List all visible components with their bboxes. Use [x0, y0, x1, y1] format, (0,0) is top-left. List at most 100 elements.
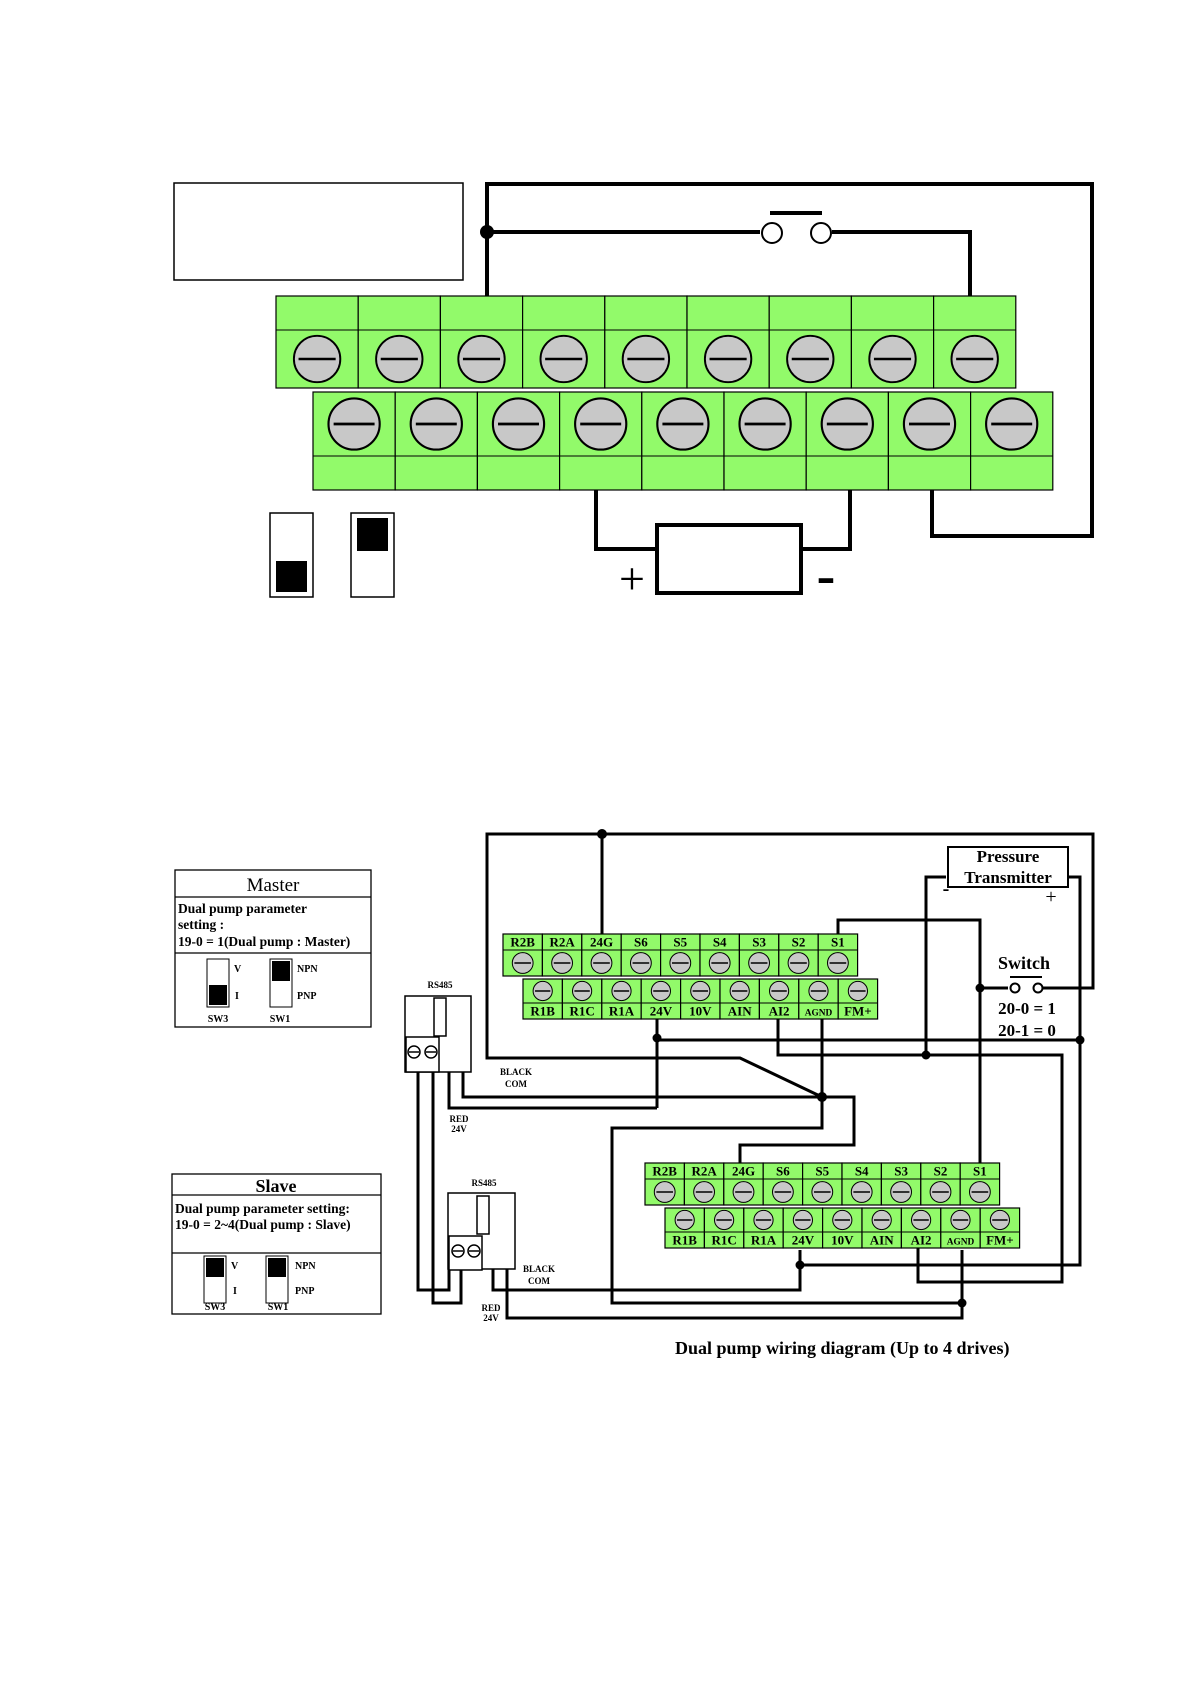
pressure-label-line1: Pressure [977, 847, 1040, 866]
slave-upper-terminal-label: S1 [973, 1164, 987, 1179]
master-lower-terminal-label: AI2 [769, 1004, 790, 1019]
master-lower-terminal-label: R1C [569, 1004, 594, 1019]
master-title: Master [247, 875, 300, 896]
top-terminal-row-lower [312, 391, 1054, 491]
param-line-2: 20-1 = 0 [998, 1021, 1056, 1040]
pressure-transmitter-box [947, 846, 1069, 888]
master-black-label-1: BLACK [500, 1067, 532, 1077]
slave-upper-terminal-label: 24G [732, 1164, 755, 1179]
top-device-box [655, 523, 803, 595]
master-upper-terminal-label: S1 [831, 935, 845, 950]
master-lower-terminal-label: FM+ [844, 1004, 872, 1019]
master-sw3-knob [209, 985, 227, 1005]
slave-sw3-name: SW3 [205, 1302, 226, 1313]
slave-lower-terminal-label: FM+ [986, 1233, 1014, 1248]
master-lower-terminal-label: AGND [805, 1009, 833, 1019]
slave-sw1-knob [268, 1258, 286, 1277]
master-terminal-row-lower: R1B R1C R1A 24V 10V AIN AI2 AGND FM+ [522, 978, 879, 1020]
master-upper-terminal-label: S5 [673, 935, 687, 950]
slave-upper-terminal-label: R2A [691, 1164, 717, 1179]
top-junction-dot [480, 225, 494, 239]
master-sw3-name: SW3 [208, 1014, 229, 1025]
master-upper-terminal-label: R2A [549, 935, 575, 950]
slave-sw3-knob [206, 1258, 224, 1277]
master-line1: Dual pump parameter [178, 901, 307, 916]
switch-contact-left [761, 222, 783, 244]
slave-lower-terminal-label: AGND [947, 1238, 975, 1248]
slave-upper-terminal-label: S6 [776, 1164, 790, 1179]
master-lower-terminal-label: 10V [689, 1004, 712, 1019]
master-lower-terminal-label: AIN [728, 1004, 752, 1019]
slave-lower-terminal-label: R1B [672, 1233, 697, 1248]
master-red-label-1: RED [449, 1114, 469, 1124]
slave-upper-terminal-label: S3 [894, 1164, 908, 1179]
master-line3: 19-0 = 1(Dual pump : Master) [178, 934, 350, 949]
slave-sw1-top: NPN [295, 1261, 316, 1272]
slave-lower-terminal-label: 10V [831, 1233, 854, 1248]
slave-lower-terminal-label: AI2 [911, 1233, 932, 1248]
master-panel: Master Dual pump parameter setting : 19-… [174, 869, 372, 1028]
slave-upper-terminal-label: S5 [815, 1164, 829, 1179]
pressure-plus: + [1045, 886, 1056, 908]
master-sw1-bottom: PNP [297, 991, 316, 1002]
master-lower-terminal-label: R1B [530, 1004, 555, 1019]
master-black-label-2: COM [505, 1079, 528, 1089]
master-line2: setting : [178, 917, 224, 932]
top-minus-sign: - [817, 545, 836, 607]
slave-sw3-bottom: I [233, 1286, 237, 1297]
slave-red-label-1: RED [481, 1303, 501, 1313]
switch-contact-b [1032, 982, 1044, 994]
master-red-label-2: 24V [451, 1124, 467, 1134]
master-sw1-knob [272, 961, 290, 981]
switch-label: Switch [998, 953, 1050, 973]
slave-sw1-bottom: PNP [295, 1286, 314, 1297]
master-terminal-row-upper: R2B R2A 24G S6 S5 S4 S3 S2 S1 [502, 933, 859, 977]
master-sw1-name: SW1 [270, 1014, 291, 1025]
slave-lower-terminal-label: AIN [870, 1233, 894, 1248]
master-upper-terminal-label: S6 [634, 935, 648, 950]
slave-rs485-label: RS485 [471, 1178, 497, 1188]
top-wiring [485, 182, 1094, 551]
master-lower-terminal-label: R1A [609, 1004, 635, 1019]
master-lower-terminal-label: 24V [650, 1004, 673, 1019]
slave-panel: Slave Dual pump parameter setting: 19-0 … [171, 1173, 382, 1315]
slave-sw1-name: SW1 [268, 1302, 289, 1313]
top-plus-sign: + [619, 553, 645, 604]
top-terminal-row-upper [275, 295, 1017, 389]
param-line-1: 20-0 = 1 [998, 999, 1056, 1018]
bottom-figure: Pressure Transmitter - + Switch 20-0 = 1… [171, 829, 1095, 1359]
master-upper-terminal-label: R2B [510, 935, 535, 950]
slave-line2: 19-0 = 2~4(Dual pump : Slave) [175, 1217, 351, 1232]
slave-upper-terminal-label: S4 [855, 1164, 869, 1179]
top-figure: + - [173, 182, 1094, 607]
top-blank-label-box [173, 182, 464, 281]
slave-lower-terminal-label: 24V [792, 1233, 815, 1248]
master-upper-terminal-label: 24G [590, 935, 613, 950]
bottom-junction-dots [597, 829, 1085, 1308]
master-rs485-connector: RS485 [404, 980, 472, 1073]
slave-black-label-1: BLACK [523, 1264, 555, 1274]
master-sw1-top: NPN [297, 964, 318, 975]
slave-lower-terminal-label: R1C [711, 1233, 736, 1248]
slave-sw3-top: V [231, 1261, 239, 1272]
slave-upper-terminal-label: S2 [934, 1164, 948, 1179]
top-dip-switch-right-knob [357, 518, 388, 551]
master-sw3-top: V [234, 964, 242, 975]
bottom-caption: Dual pump wiring diagram (Up to 4 drives… [675, 1338, 1010, 1359]
switch-contact-right [810, 222, 832, 244]
slave-rs485-connector: RS485 [447, 1178, 516, 1271]
master-rs485-label: RS485 [427, 980, 453, 990]
slave-black-label-2: COM [528, 1276, 551, 1286]
switch-contact-a [1009, 982, 1021, 994]
top-dip-switch-left-knob [276, 561, 307, 592]
slave-terminal-row-lower: R1B R1C R1A 24V 10V AIN AI2 AGND FM+ [664, 1207, 1021, 1249]
master-upper-terminal-label: S3 [752, 935, 766, 950]
slave-line1: Dual pump parameter setting: [175, 1201, 350, 1216]
master-upper-terminal-label: S4 [713, 935, 727, 950]
slave-upper-terminal-label: R2B [652, 1164, 677, 1179]
slave-lower-terminal-label: R1A [751, 1233, 777, 1248]
master-upper-terminal-label: S2 [792, 935, 806, 950]
slave-red-label-2: 24V [483, 1313, 499, 1323]
